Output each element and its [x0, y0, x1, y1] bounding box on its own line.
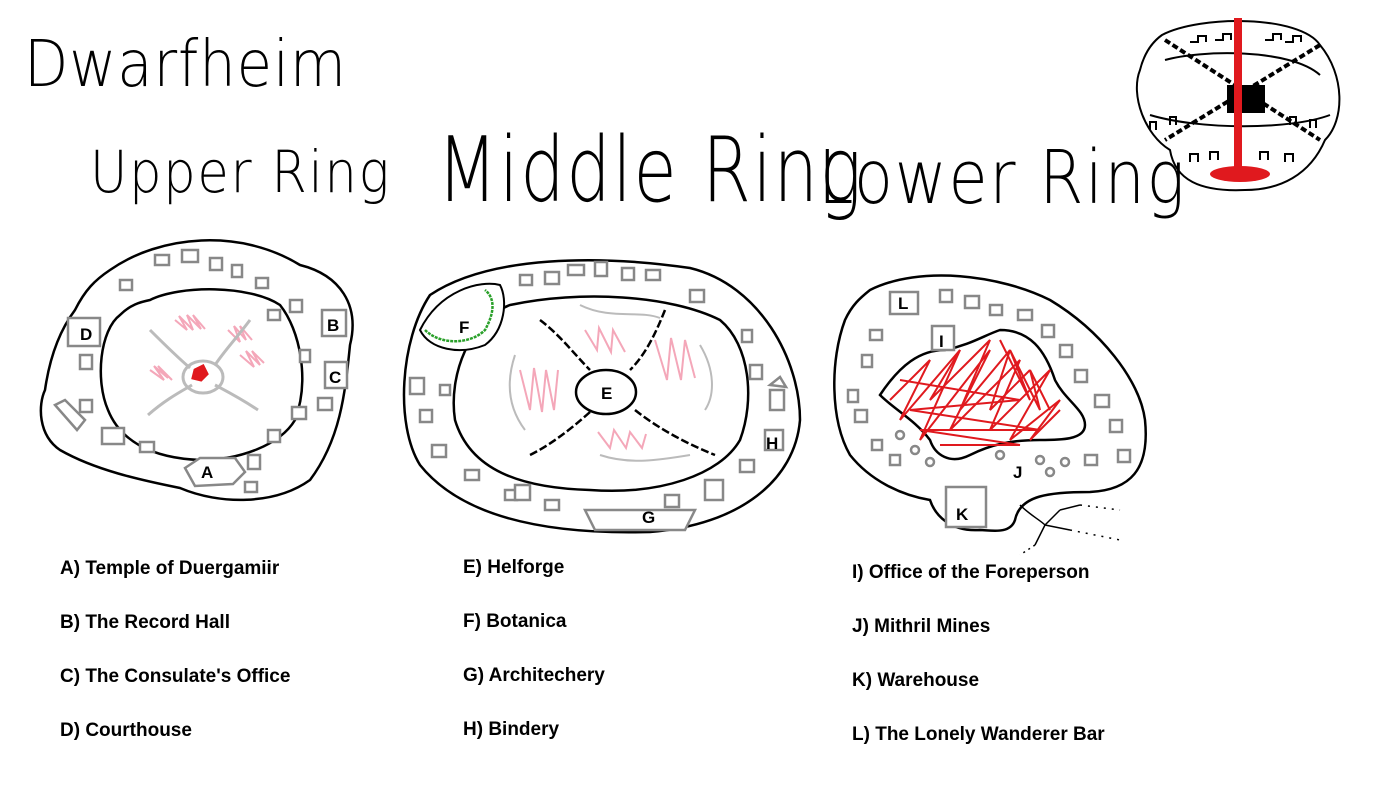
map-label-b: B: [327, 316, 339, 335]
legend-item-h: H) Bindery: [463, 719, 560, 740]
lower-ring-title: Lower Ring: [818, 135, 1187, 221]
legend-lower-ring: I) Office of the Foreperson J) Mithril M…: [852, 561, 1105, 777]
map-label-h: H: [766, 434, 778, 453]
map-label-c: C: [329, 368, 341, 387]
map-title: Dwarfheim: [24, 28, 347, 102]
overview-sketch: [1135, 18, 1341, 192]
middle-ring-map: F E H G: [402, 259, 802, 534]
map-label-k: K: [956, 505, 969, 524]
upper-ring-title: Upper Ring: [90, 138, 391, 206]
map-label-f: F: [459, 318, 469, 337]
legend-upper-ring: A) Temple of Duergamiir B) The Record Ha…: [60, 557, 290, 773]
legend-item-f: F) Botanica: [463, 611, 567, 632]
legend-item-d: D) Courthouse: [60, 720, 192, 741]
map-label-d: D: [80, 325, 92, 344]
legend-item-a: A) Temple of Duergamiir: [60, 558, 280, 579]
legend-middle-ring: E) Helforge F) Botanica G) Architechery …: [463, 556, 605, 772]
legend-item-b: B) The Record Hall: [60, 612, 230, 633]
legend-item-i: I) Office of the Foreperson: [852, 562, 1090, 583]
map-label-a: A: [201, 463, 213, 482]
middle-ring-title: Middle Ring: [437, 118, 864, 223]
map-label-e: E: [601, 384, 612, 403]
legend-item-g: G) Architechery: [463, 665, 605, 686]
legend-item-j: J) Mithril Mines: [852, 616, 991, 637]
legend-item-e: E) Helforge: [463, 557, 565, 578]
legend-item-l: L) The Lonely Wanderer Bar: [852, 724, 1105, 745]
legend-item-k: K) Warehouse: [852, 670, 980, 691]
map-label-j: J: [1013, 463, 1022, 482]
lower-ring-map: L I J K: [833, 274, 1147, 556]
map-label-l: L: [898, 294, 908, 313]
map-label-i: I: [939, 332, 944, 351]
map-label-g: G: [642, 508, 655, 527]
legend-item-c: C) The Consulate's Office: [60, 666, 291, 687]
upper-ring-map: D B C A: [39, 239, 354, 502]
